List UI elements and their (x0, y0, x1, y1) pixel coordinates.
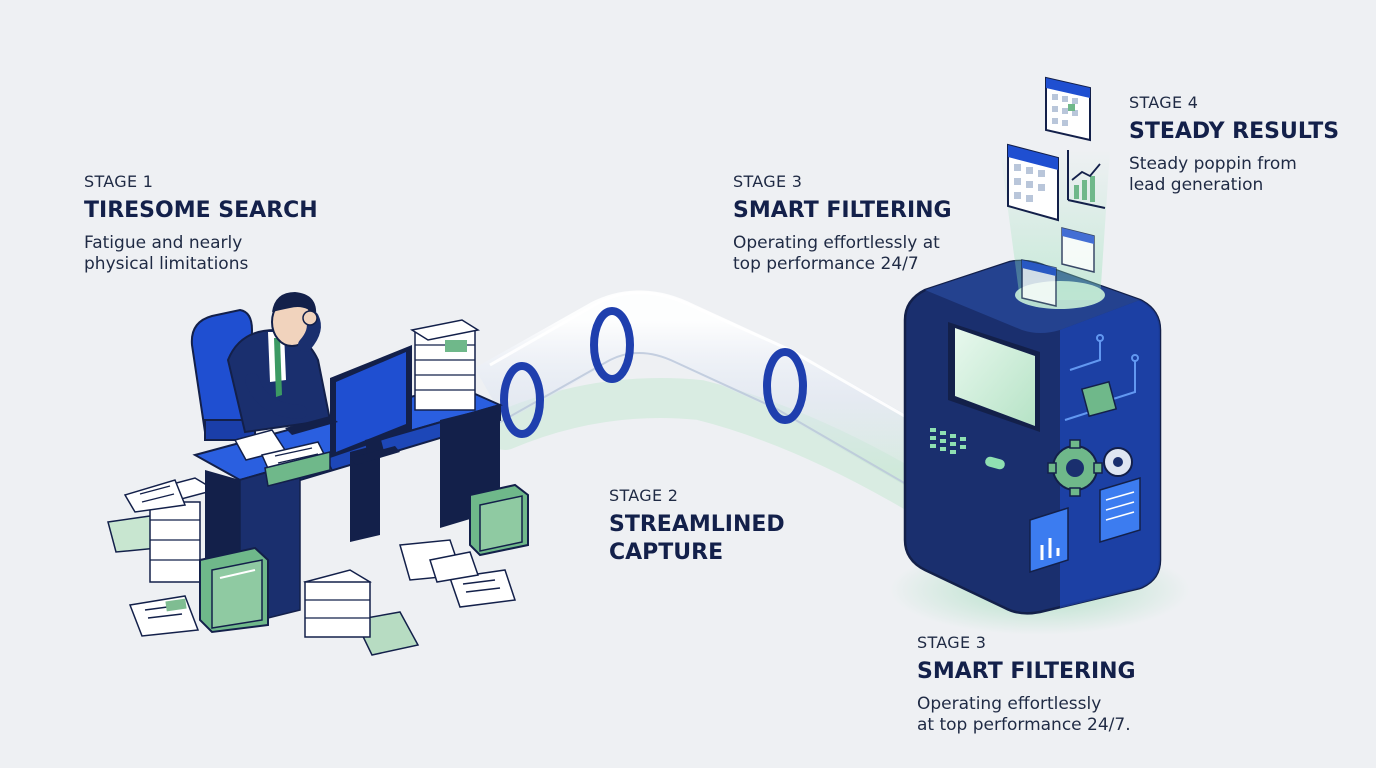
paper-stack-icon (410, 319, 480, 411)
stage-3b-desc-line-1: Operating effortlessly (917, 694, 1102, 714)
stage-3b-block: STAGE 3 SMART FILTERING Operating effort… (917, 633, 1136, 736)
stage-1-block: STAGE 1 TIRESOME SEARCH Fatigue and near… (84, 172, 318, 275)
calendar-icon (1007, 143, 1059, 222)
stage-3-label: STAGE 3 (733, 172, 803, 191)
stage-2-label: STAGE 2 (609, 486, 679, 505)
stage-3-title: SMART FILTERING (733, 198, 952, 223)
paper-stack-icon (123, 477, 217, 583)
gear-icon (1047, 439, 1103, 497)
calendar-icon (1021, 259, 1057, 307)
stage-3-desc-line-2: top performance 24/7 (733, 254, 919, 274)
stage-3b-title: SMART FILTERING (917, 659, 1136, 684)
stage-3-block: STAGE 3 SMART FILTERING Operating effort… (733, 172, 952, 275)
stage-1-desc-line-2: physical limitations (84, 254, 249, 274)
calendar-icon (1061, 227, 1095, 273)
chart-icon (1067, 150, 1106, 209)
stage-4-desc-line-2: lead generation (1129, 175, 1264, 195)
monitor-icon (285, 345, 412, 465)
stage-3-desc-line-1: Operating effortlessly at (733, 233, 940, 253)
calendar-icon (1045, 76, 1091, 142)
stage-1-label: STAGE 1 (84, 172, 154, 191)
stage-3b-desc: Operating effortlessly at top performanc… (917, 694, 1136, 736)
folder-icon (199, 546, 269, 634)
stage-2-title-line-1: STREAMLINED (609, 512, 785, 537)
stage-1-desc-line-1: Fatigue and nearly (84, 233, 243, 253)
stage-2-title: STREAMLINED CAPTURE (609, 511, 785, 567)
stage-2-title-line-2: CAPTURE (609, 540, 724, 565)
desk-papers (233, 429, 334, 487)
stage-4-desc-line-1: Steady poppin from (1129, 154, 1297, 174)
stage-2-block: STAGE 2 STREAMLINED CAPTURE (609, 486, 785, 575)
pipe-icon (474, 290, 980, 540)
paper-stack-icon (303, 569, 372, 638)
gear-icon (1103, 447, 1133, 477)
stage-3b-desc-line-2: at top performance 24/7. (917, 715, 1131, 735)
stage-3b-label: STAGE 3 (917, 633, 987, 652)
stage-4-title: STEADY RESULTS (1129, 119, 1340, 144)
stage-1-title: TIRESOME SEARCH (84, 198, 318, 223)
stage-3-desc: Operating effortlessly at top performanc… (733, 233, 952, 275)
stage-4-label: STAGE 4 (1129, 93, 1199, 112)
stage-1-desc: Fatigue and nearly physical limitations (84, 233, 318, 275)
stage-4-desc: Steady poppin from lead generation (1129, 154, 1339, 196)
stage-4-block: STAGE 4 STEADY RESULTS Steady poppin fro… (1129, 93, 1339, 196)
worker-desk-scene (107, 292, 529, 656)
folder-icon (469, 483, 529, 557)
worker-icon (226, 292, 332, 434)
